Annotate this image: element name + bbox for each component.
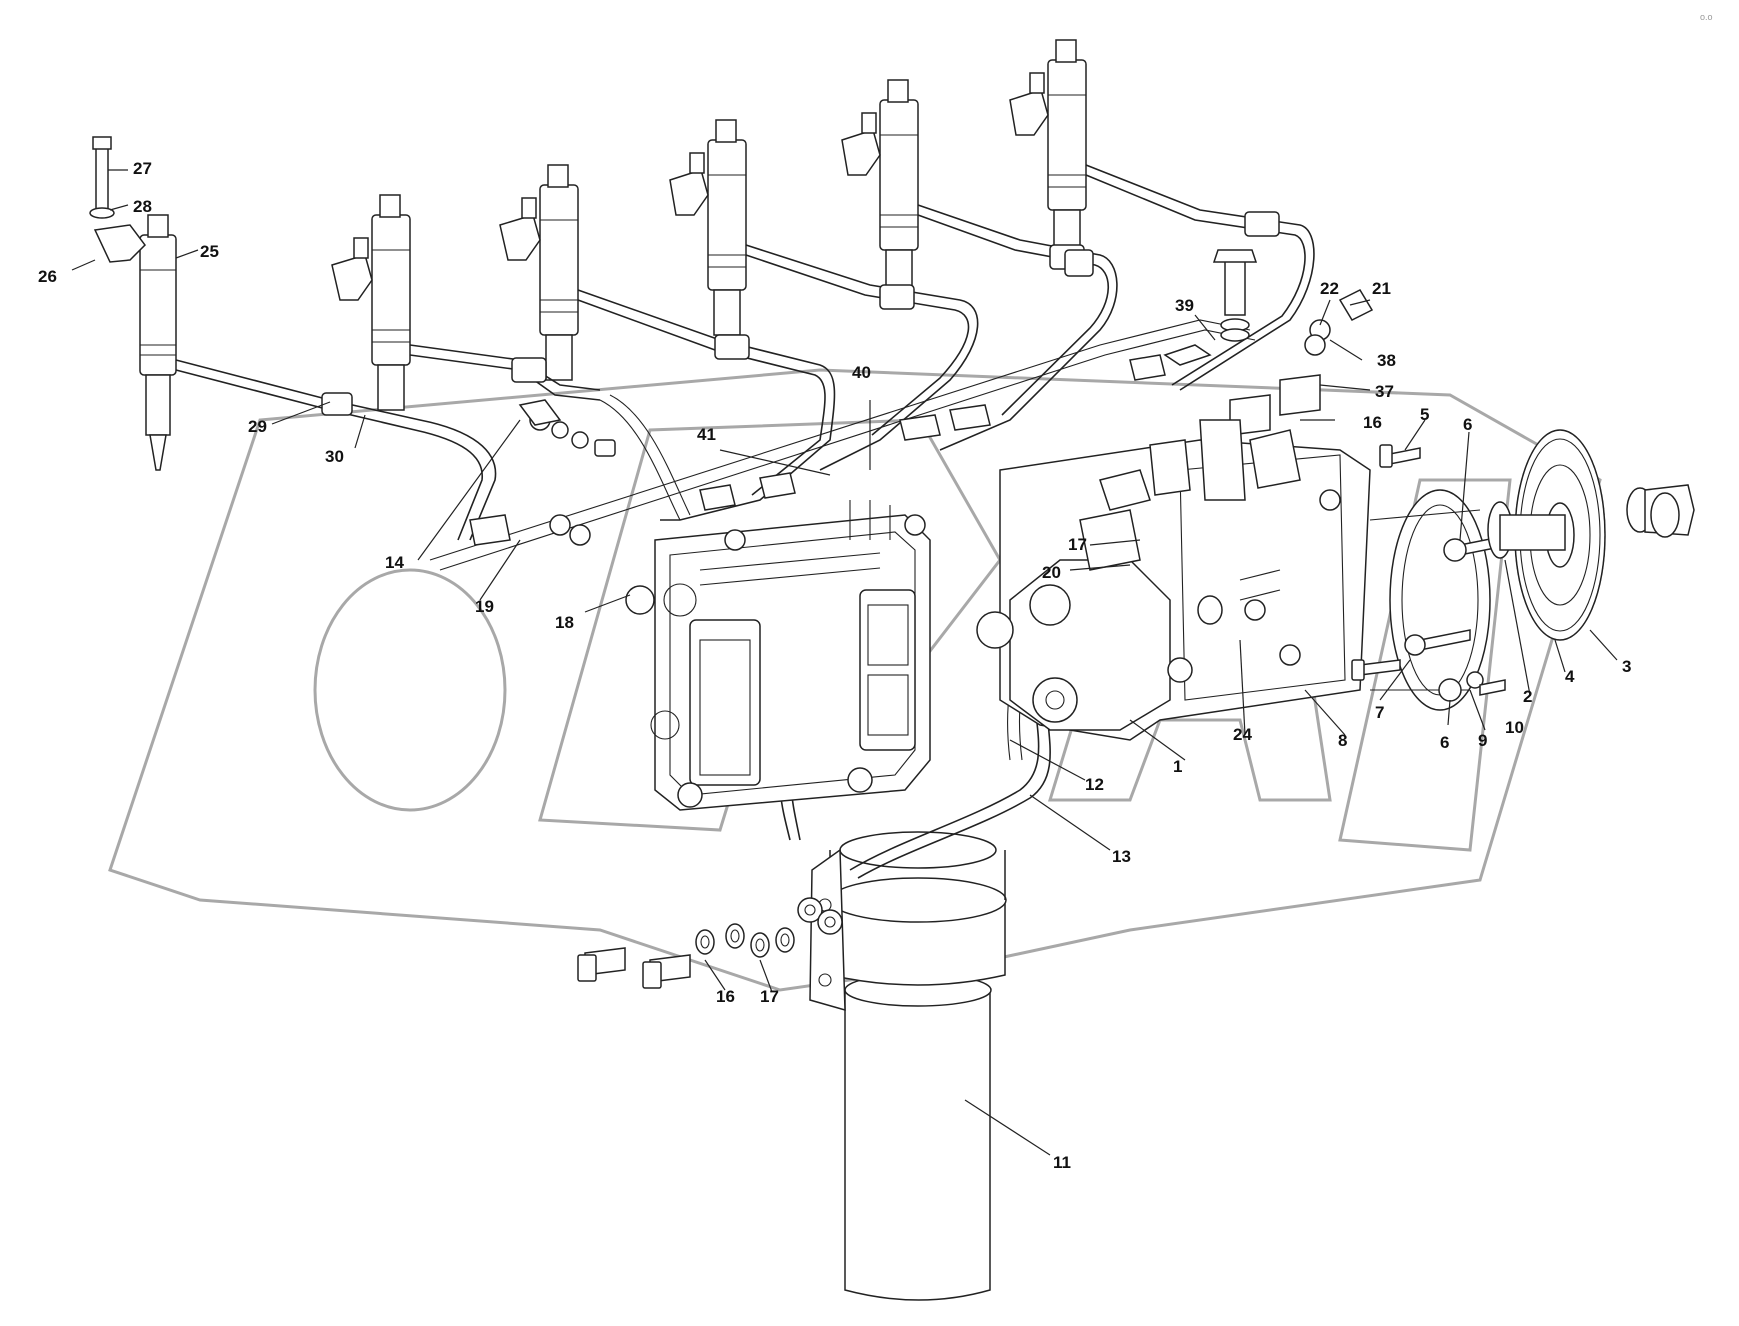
callout-16-bottom: 16 [716,987,735,1006]
callout-24: 24 [1233,725,1252,744]
callout-10: 10 [1505,718,1524,737]
callout-18: 18 [555,613,574,632]
callout-26: 26 [38,267,57,286]
callout-6-bottom: 6 [1440,733,1449,752]
injector-5 [841,79,919,296]
callout-39: 39 [1175,296,1194,315]
callout-1: 1 [1173,757,1182,776]
callout-17-bottom: 17 [760,987,779,1006]
callout-13: 13 [1112,847,1131,866]
callout-28: 28 [133,197,152,216]
bolts-studs [1351,444,1511,702]
rail-fittings [1163,249,1374,436]
injector-2 [331,194,411,411]
fuel-filter [809,831,1007,1301]
ecu-controller [650,500,931,811]
callout-14: 14 [385,553,404,572]
injector-1 [89,136,177,471]
callout-38: 38 [1377,351,1396,370]
callout-27: 27 [133,159,152,178]
injector-6 [1009,39,1087,256]
callout-19: 19 [475,597,494,616]
leader-lines [71,169,1618,1156]
callout-8: 8 [1338,731,1347,750]
callout-11: 11 [1053,1153,1071,1172]
callout-20: 20 [1042,563,1061,582]
callout-9: 9 [1478,731,1487,750]
high-pressure-lines [175,164,1315,541]
callout-22: 22 [1320,279,1339,298]
callout-17-top: 17 [1068,535,1087,554]
callout-12: 12 [1085,775,1104,794]
callout-6-top: 6 [1463,415,1472,434]
corner-mark: o.o [1700,12,1713,22]
callout-37: 37 [1375,382,1394,401]
callout-41: 41 [697,425,716,444]
callout-labels: 1 2 3 4 5 6 6 7 8 9 10 11 12 13 14 16 16… [38,159,1631,1172]
callout-2: 2 [1523,687,1532,706]
callout-40: 40 [852,363,871,382]
callout-7: 7 [1375,703,1384,722]
pump-drive-gear [1487,429,1606,641]
return-lines [429,319,1256,761]
gear-nut [1626,484,1695,538]
callout-3: 3 [1622,657,1631,676]
callout-25: 25 [200,242,219,261]
callout-30: 30 [325,447,344,466]
callout-4: 4 [1565,667,1575,686]
callout-16-top: 16 [1363,413,1382,432]
callout-21: 21 [1372,279,1391,298]
banjo-bolts-bottom [577,923,795,989]
callout-5: 5 [1420,405,1429,424]
callout-29: 29 [248,417,267,436]
high-pressure-fuel-pump [976,419,1371,741]
injector-4 [669,119,747,336]
injector-3 [499,164,579,381]
